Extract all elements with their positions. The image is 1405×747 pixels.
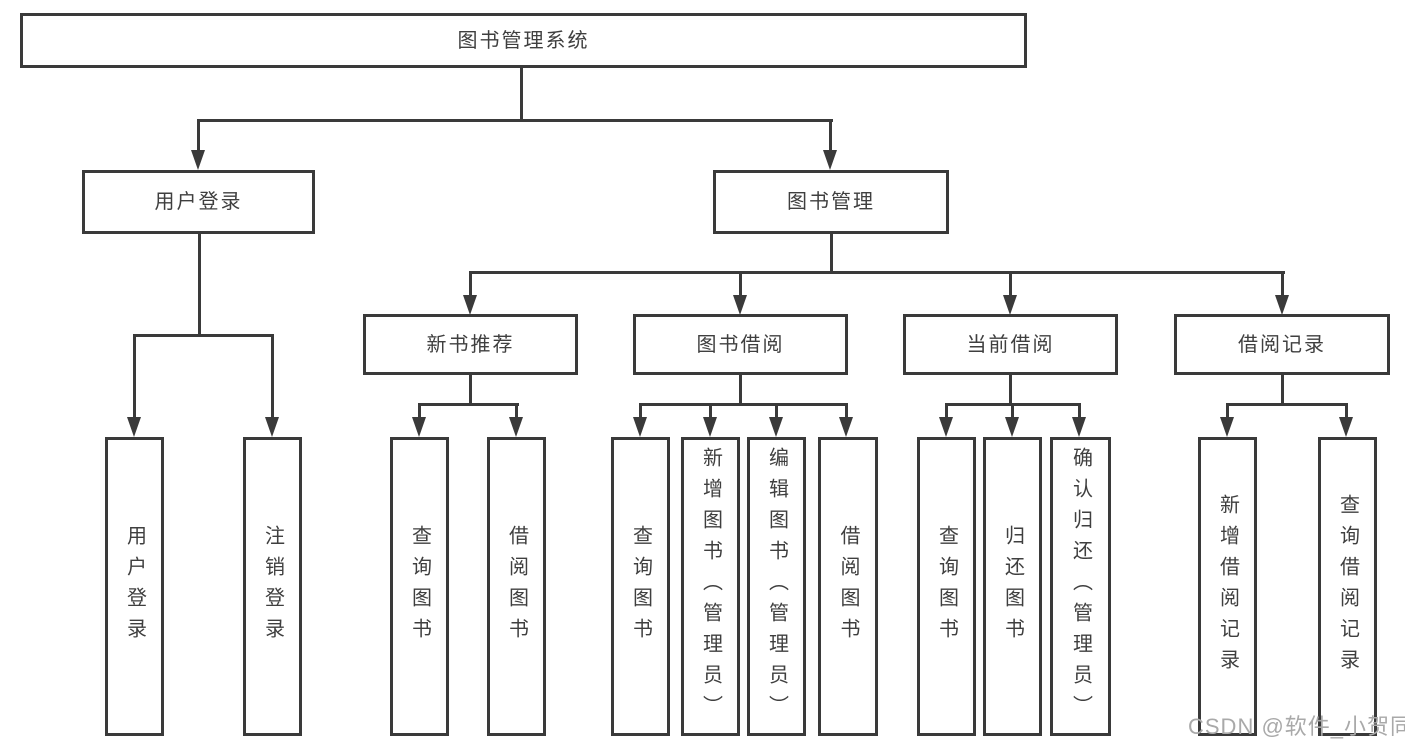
node-book-management-label: 图书管理 — [787, 191, 875, 213]
leaf-add-book-admin-label: 新增图书（管理员） — [699, 447, 722, 726]
leaf-query-books-borrow: 查询图书 — [611, 437, 670, 736]
connector-vline — [469, 271, 472, 297]
leaf-borrow-books: 借阅图书 — [818, 437, 878, 736]
connector-vline — [520, 68, 523, 122]
leaf-confirm-return-admin-label: 确认归还（管理员） — [1069, 447, 1092, 726]
node-current-borrowing: 当前借阅 — [903, 314, 1118, 375]
node-borrow-records: 借阅记录 — [1174, 314, 1390, 375]
node-book-borrowing: 图书借阅 — [633, 314, 848, 375]
connector-vline — [1281, 375, 1284, 406]
arrow-down-icon — [1220, 417, 1234, 437]
connector-vline — [830, 234, 833, 274]
connector-vline — [133, 334, 136, 419]
leaf-query-borrow-record: 查询借阅记录 — [1318, 437, 1377, 736]
connector-vline — [1011, 403, 1014, 419]
connector-vline — [709, 403, 712, 419]
connector-vline — [469, 375, 472, 406]
leaf-return-books: 归还图书 — [983, 437, 1042, 736]
arrow-down-icon — [127, 417, 141, 437]
leaf-query-books-current-label: 查询图书 — [935, 524, 958, 649]
leaf-add-borrow-record-label: 新增借阅记录 — [1216, 493, 1239, 680]
arrow-down-icon — [823, 150, 837, 170]
connector-hline — [639, 403, 848, 406]
connector-vline — [739, 271, 742, 297]
connector-vline — [1281, 271, 1284, 297]
node-borrow-records-label: 借阅记录 — [1238, 333, 1326, 356]
leaf-edit-book-admin: 编辑图书（管理员） — [747, 437, 806, 736]
connector-vline — [639, 403, 642, 419]
leaf-user-login: 用户登录 — [105, 437, 164, 736]
connector-vline — [845, 403, 848, 419]
leaf-edit-book-admin-label: 编辑图书（管理员） — [765, 447, 788, 726]
leaf-query-books-current: 查询图书 — [917, 437, 976, 736]
leaf-add-borrow-record: 新增借阅记录 — [1198, 437, 1257, 736]
connector-vline — [1009, 271, 1012, 297]
leaf-user-login-label: 用户登录 — [123, 524, 146, 649]
connector-vline — [198, 234, 201, 337]
arrow-down-icon — [1339, 417, 1353, 437]
leaf-confirm-return-admin: 确认归还（管理员） — [1050, 437, 1111, 736]
connector-vline — [418, 403, 421, 419]
connector-hline — [197, 119, 833, 122]
arrow-down-icon — [769, 417, 783, 437]
connector-vline — [1078, 403, 1081, 419]
node-current-borrowing-label: 当前借阅 — [966, 333, 1055, 356]
connector-hline — [133, 334, 274, 337]
connector-vline — [739, 375, 742, 406]
connector-vline — [775, 403, 778, 419]
leaf-query-borrow-record-label: 查询借阅记录 — [1336, 493, 1359, 680]
leaf-logout-label: 注销登录 — [261, 524, 284, 649]
arrow-down-icon — [191, 150, 205, 170]
node-root-label: 图书管理系统 — [457, 29, 590, 52]
arrow-down-icon — [1072, 417, 1086, 437]
connector-vline — [271, 334, 274, 419]
node-root: 图书管理系统 — [20, 13, 1027, 68]
leaf-borrow-books-label: 借阅图书 — [837, 524, 859, 649]
connector-vline — [1345, 403, 1348, 419]
node-book-management: 图书管理 — [713, 170, 949, 234]
leaf-return-books-label: 归还图书 — [1001, 524, 1024, 649]
arrow-down-icon — [1005, 417, 1019, 437]
node-user-login: 用户登录 — [82, 170, 315, 234]
arrow-down-icon — [633, 417, 647, 437]
connector-hline — [469, 271, 1285, 274]
arrow-down-icon — [412, 417, 426, 437]
connector-vline — [1226, 403, 1229, 419]
connector-vline — [945, 403, 948, 419]
connector-vline — [1009, 375, 1012, 406]
arrow-down-icon — [839, 417, 853, 437]
watermark: CSDN @软件_小贺同学 — [1188, 714, 1405, 739]
arrow-down-icon — [1275, 295, 1289, 315]
leaf-borrow-books-recommend: 借阅图书 — [487, 437, 546, 736]
node-user-login-label: 用户登录 — [154, 191, 243, 213]
arrow-down-icon — [733, 295, 747, 315]
arrow-down-icon — [703, 417, 717, 437]
connector-hline — [1226, 403, 1348, 406]
arrow-down-icon — [1003, 295, 1017, 315]
connector-vline — [515, 403, 518, 419]
node-book-borrowing-label: 图书借阅 — [696, 333, 785, 356]
leaf-query-books-recommend: 查询图书 — [390, 437, 449, 736]
connector-hline — [418, 403, 519, 406]
connector-vline — [829, 119, 832, 152]
arrow-down-icon — [939, 417, 953, 437]
leaf-borrow-books-recommend-label: 借阅图书 — [505, 524, 528, 649]
arrow-down-icon — [509, 417, 523, 437]
arrow-down-icon — [265, 417, 279, 437]
connector-vline — [197, 119, 200, 152]
leaf-logout: 注销登录 — [243, 437, 302, 736]
leaf-query-books-recommend-label: 查询图书 — [408, 524, 431, 649]
leaf-query-books-borrow-label: 查询图书 — [629, 524, 652, 649]
arrow-down-icon — [463, 295, 477, 315]
node-new-book-recommend-label: 新书推荐 — [426, 333, 515, 356]
node-new-book-recommend: 新书推荐 — [363, 314, 578, 375]
leaf-add-book-admin: 新增图书（管理员） — [681, 437, 740, 736]
